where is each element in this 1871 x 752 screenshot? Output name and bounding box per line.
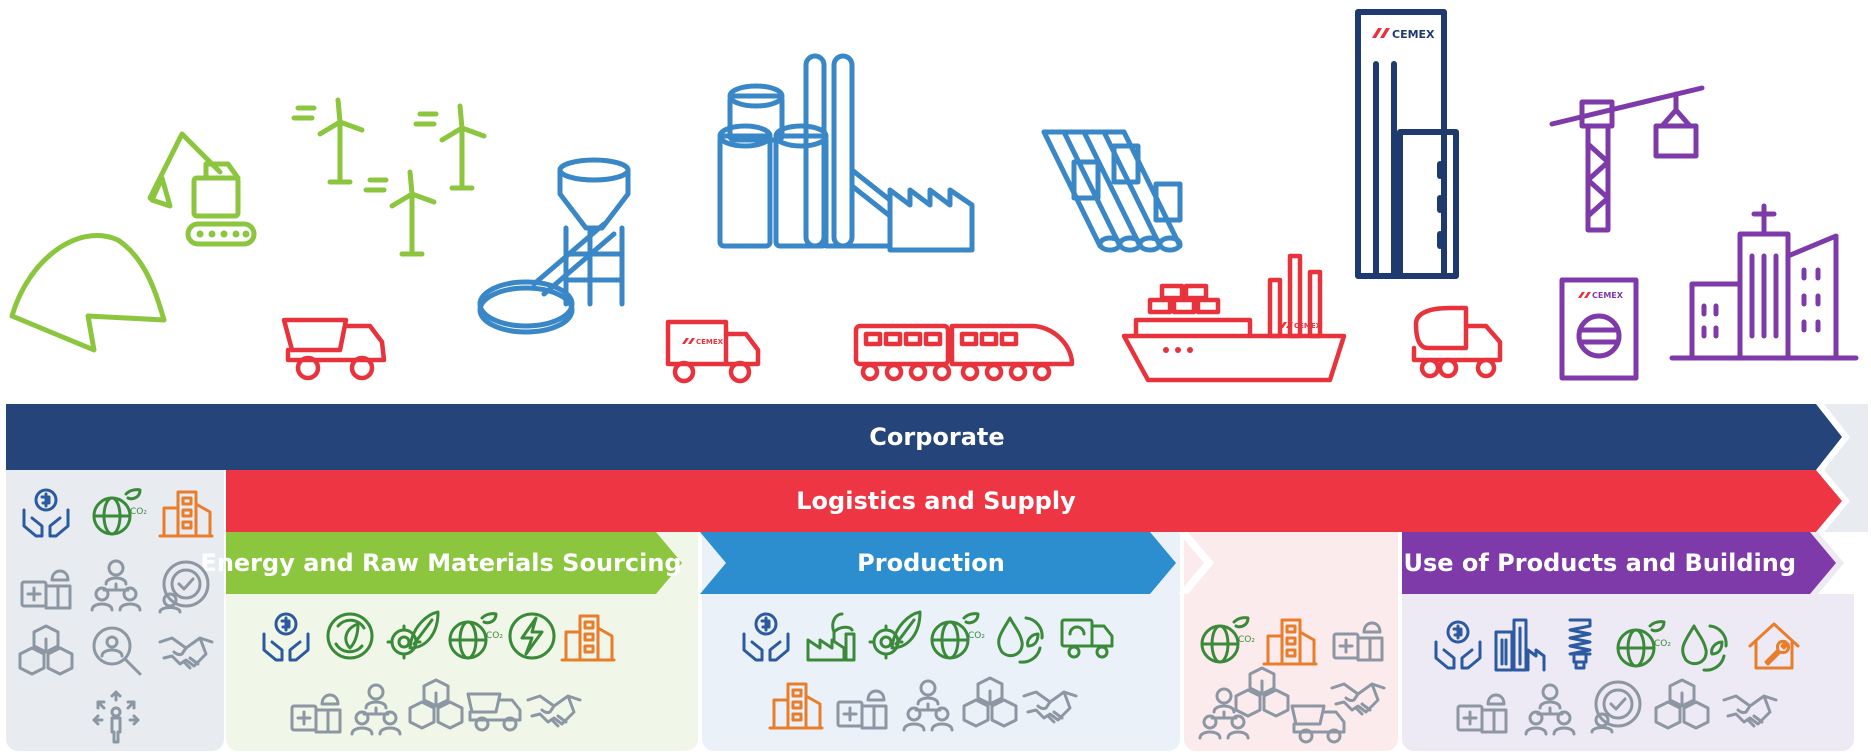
buildings-icon xyxy=(768,676,824,732)
city-buildings-icon xyxy=(1669,203,1859,361)
recycle-truck-icon xyxy=(1060,608,1116,664)
logistics-label: Logistics and Supply xyxy=(796,487,1076,515)
globe-co2-icon xyxy=(444,608,505,664)
network-cubes-icon xyxy=(1234,664,1290,720)
buildings-icon xyxy=(560,608,616,664)
energy-label: Energy and Raw Materials Sourcing xyxy=(200,549,682,577)
train-icon xyxy=(853,323,1075,382)
tower-crane-icon xyxy=(1549,85,1705,233)
production-band: Production xyxy=(726,532,1136,594)
people-network-icon xyxy=(900,676,956,732)
cemex-tower-icon: CEMEX xyxy=(1355,9,1459,279)
network-cubes-icon xyxy=(408,676,464,732)
logistics-band: Logistics and Supply xyxy=(226,470,1646,532)
person-arrows-icon xyxy=(88,690,144,746)
precast-pipes-icon xyxy=(1041,129,1183,253)
globe-co2-icon xyxy=(926,608,987,664)
bag-logo-text: CEMEX xyxy=(1592,291,1624,300)
network-cubes-icon xyxy=(1654,676,1710,732)
bulb-icon xyxy=(1552,616,1608,672)
dump-truck-vehicle-icon xyxy=(281,317,387,381)
gear-leaf-icon xyxy=(384,608,440,664)
buildings-icon xyxy=(1262,612,1318,668)
hands-dollar-icon xyxy=(738,608,794,664)
buildings-icon xyxy=(158,484,214,540)
hands-dollar-icon xyxy=(1430,616,1486,672)
dump-truck-icon xyxy=(1290,692,1346,748)
lightning-icon xyxy=(504,608,560,664)
mixer-truck-icon xyxy=(1411,305,1503,379)
silo-icon xyxy=(477,157,631,335)
health-safety-icon xyxy=(1454,680,1510,736)
dump-truck-icon xyxy=(466,680,522,736)
ship-logo-text: CEMEX xyxy=(1294,322,1322,330)
handshake-icon xyxy=(158,622,214,678)
use-label: Use of Products and Building xyxy=(1403,549,1796,577)
house-wrench-icon xyxy=(1746,616,1802,672)
health-safety-icon xyxy=(1330,608,1386,664)
production-label: Production xyxy=(857,549,1005,577)
health-safety-icon xyxy=(834,676,890,732)
water-recycle-icon xyxy=(990,608,1046,664)
health-safety-icon xyxy=(18,556,74,612)
health-safety-icon xyxy=(288,680,344,736)
handshake-icon xyxy=(1022,676,1078,732)
excavator-icon xyxy=(147,131,257,247)
logistics-chevron-shape xyxy=(1178,532,1214,594)
value-chain-illustration: CEMEX CEMEX CEMEX xyxy=(9,9,1859,384)
cargo-ship-icon: CEMEX xyxy=(1121,253,1347,383)
cement-plant-icon xyxy=(717,53,975,253)
hands-dollar-icon xyxy=(258,608,314,664)
plant-factory-icon xyxy=(806,608,862,664)
network-cubes-icon xyxy=(18,622,74,678)
tower-logo-text: CEMEX xyxy=(1392,28,1435,41)
handshake-icon xyxy=(526,680,582,736)
globe-co2-icon xyxy=(88,484,149,540)
wind-turbines-icon xyxy=(291,97,487,257)
recycle-leaf-icon xyxy=(322,608,378,664)
corporate-band: Corporate xyxy=(6,404,1868,470)
delivery-van-icon: CEMEX xyxy=(665,319,761,384)
cement-bag-icon: CEMEX xyxy=(1559,277,1639,381)
use-band-shape xyxy=(1402,532,1868,594)
water-recycle-icon xyxy=(1674,616,1730,672)
city-icon xyxy=(1494,616,1550,672)
corporate-label: Corporate xyxy=(869,423,1005,451)
people-network-icon xyxy=(1522,680,1578,736)
energy-band: Energy and Raw Materials Sourcing xyxy=(200,532,681,594)
network-cubes-icon xyxy=(962,674,1018,730)
hands-dollar-icon xyxy=(18,484,74,540)
handshake-icon xyxy=(1722,680,1778,736)
production-band-shape xyxy=(700,532,1176,594)
globe-co2-icon xyxy=(1196,612,1257,668)
people-network-icon xyxy=(88,556,144,612)
gear-leaf-icon xyxy=(866,608,922,664)
logistics-band-shape xyxy=(226,470,1868,532)
check-badge-icon xyxy=(158,556,214,614)
globe-co2-icon xyxy=(1612,616,1673,672)
van-logo-text: CEMEX xyxy=(696,338,724,346)
corporate-band-shape xyxy=(6,404,1868,470)
stockpile-icon xyxy=(9,233,167,353)
check-badge-icon xyxy=(1590,676,1646,734)
use-band: Use of Products and Building xyxy=(1402,532,1806,594)
search-person-icon xyxy=(88,622,144,678)
energy-band-shape xyxy=(226,532,682,594)
people-network-icon xyxy=(348,680,404,736)
